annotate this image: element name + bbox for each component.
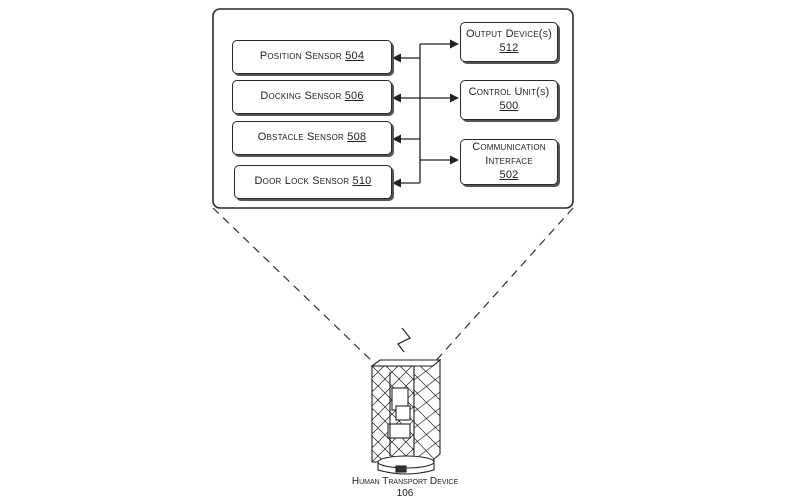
output-device-label: Output Device(s): [465, 28, 553, 41]
device-ref: 106: [396, 488, 414, 499]
position-sensor-ref: 504: [345, 50, 365, 63]
control-unit-ref: 500: [499, 100, 519, 112]
output-device-ref: 512: [499, 42, 519, 54]
door-lock-sensor-ref: 510: [352, 175, 372, 188]
communication-interface-box: Communication Interface 502: [460, 139, 558, 185]
position-sensor-box: Position Sensor 504: [232, 40, 392, 74]
zoom-line-left: [212, 207, 376, 365]
output-device-box: Output Device(s) 512: [460, 22, 558, 62]
obstacle-sensor-label: Obstacle Sensor: [257, 131, 345, 144]
enclosure-box: [212, 8, 574, 209]
control-unit-box: Control Unit(s) 500: [460, 80, 558, 120]
communication-interface-label-line1: Communication: [472, 141, 546, 154]
docking-sensor-ref: 506: [344, 90, 364, 103]
transport-device-illustration: [370, 327, 442, 475]
control-unit-label: Control Unit(s): [468, 86, 550, 99]
communication-interface-label-line2: Interface: [485, 155, 533, 168]
door-lock-sensor-label: Door Lock Sensor: [254, 175, 350, 188]
zoom-line-right: [432, 207, 574, 365]
device-name: Human Transport Device: [351, 476, 459, 487]
communication-interface-ref: 502: [499, 168, 519, 181]
obstacle-sensor-ref: 508: [347, 131, 367, 144]
position-sensor-label: Position Sensor: [259, 50, 342, 63]
device-caption: Human Transport Device 106: [330, 476, 480, 500]
docking-sensor-label: Docking Sensor: [260, 90, 342, 103]
door-lock-sensor-box: Door Lock Sensor 510: [234, 165, 392, 199]
obstacle-sensor-box: Obstacle Sensor 508: [232, 121, 392, 155]
docking-sensor-box: Docking Sensor 506: [232, 80, 392, 114]
